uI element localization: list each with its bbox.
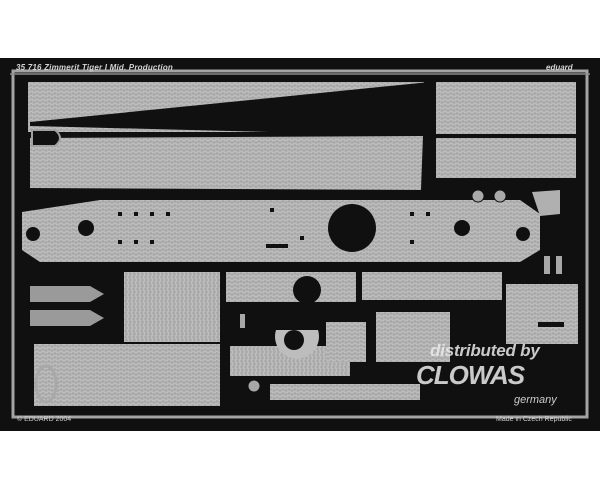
right-clip-part bbox=[532, 190, 560, 216]
hull-rivet-holes bbox=[118, 208, 430, 248]
small-washer-1 bbox=[471, 189, 485, 203]
zimmerit-bottom-left-panel bbox=[34, 344, 220, 406]
hull-hole-far-right bbox=[516, 227, 530, 241]
watermark-clowas-logo: CLOWAS bbox=[416, 360, 525, 390]
zimmerit-bottom-strip bbox=[270, 384, 420, 400]
watermark-distributed-by: distributed by bbox=[430, 341, 540, 360]
small-tab-3 bbox=[556, 256, 562, 274]
slanted-separator bbox=[421, 80, 434, 190]
left-bracket bbox=[31, 129, 61, 147]
fret-code-label: 35 716 Zimmerit Tiger I Mid. Production bbox=[16, 63, 174, 72]
circular-cutout-hole bbox=[284, 330, 304, 350]
right-box-slot bbox=[538, 322, 564, 327]
lower-mid-hole bbox=[293, 276, 321, 304]
copyright-label: © EDUARD 2004 bbox=[17, 416, 72, 423]
zimmerit-centre-block bbox=[326, 322, 366, 362]
zimmerit-lower-left-panel bbox=[124, 272, 220, 342]
small-tab-2 bbox=[544, 256, 550, 274]
watermark-germany: germany bbox=[514, 394, 557, 406]
small-washer-2 bbox=[493, 189, 507, 203]
small-tab-1 bbox=[240, 314, 245, 328]
hull-hole-far-left bbox=[26, 227, 40, 241]
oval-ring-part bbox=[34, 364, 58, 404]
fret-outer-frame bbox=[11, 69, 589, 419]
origin-label: Made in Czech Republic bbox=[496, 416, 572, 423]
zimmerit-lower-mid-panel bbox=[226, 272, 356, 302]
barrel-part-lower bbox=[30, 310, 104, 326]
zimmerit-right-mid-panel bbox=[436, 138, 576, 178]
barrel-part-upper bbox=[30, 286, 104, 302]
hull-hole-right bbox=[454, 220, 470, 236]
zimmerit-hatch-panel bbox=[376, 312, 450, 362]
zimmerit-lower-right-panel bbox=[362, 272, 502, 300]
eduard-logo-text: eduard bbox=[546, 63, 573, 72]
hull-hole-left bbox=[78, 220, 94, 236]
hull-hole-large bbox=[328, 204, 376, 252]
tapered-channel bbox=[30, 82, 432, 136]
bottom-washer bbox=[247, 379, 261, 393]
zimmerit-right-box bbox=[506, 284, 578, 344]
zimmerit-top-right-panel bbox=[436, 82, 576, 134]
zimmerit-taper-strip bbox=[30, 136, 425, 190]
